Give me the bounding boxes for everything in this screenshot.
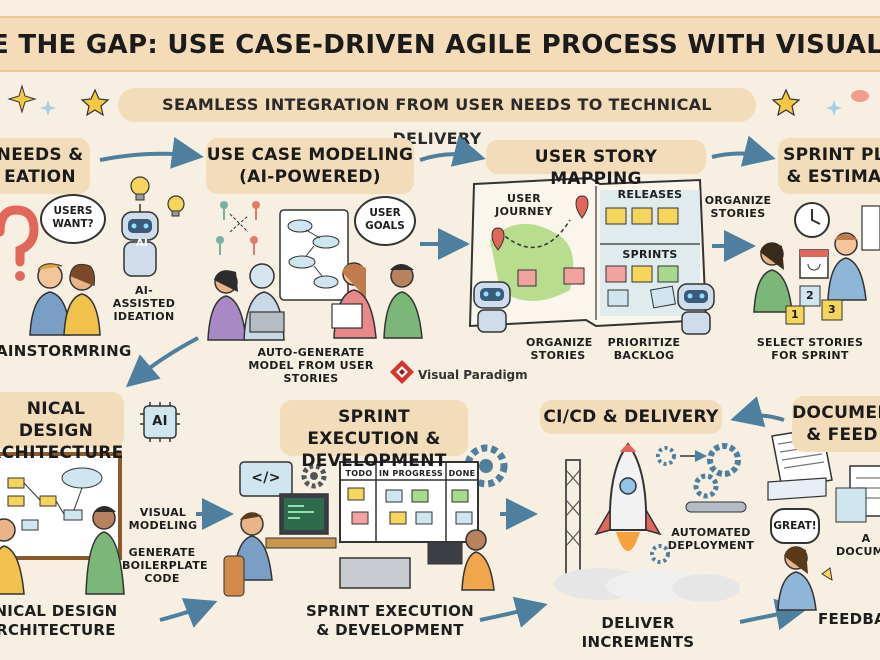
smoke-clouds [554,568,740,602]
stage-title-techdesign: NICAL DESIGN RCHITECTURE [0,392,124,463]
stage-title-needs: NEEDS & EATION [0,138,90,194]
question-mark-icon [0,205,39,281]
kanban-board [339,461,479,543]
story-block-label: 3 [828,303,836,316]
arrow-docs-to-cicd [730,396,785,428]
title-banner: ISE THE GAP: USE CASE-DRIVEN AGILE PROCE… [0,16,880,72]
automated-deployment-label: AUTOMATED DEPLOYMENT [667,526,755,552]
user-goals-bubble: USER GOALS [354,196,416,246]
rocket-icon [594,442,662,551]
gear-icon [464,444,508,488]
organize-stories-right-label: ORGANIZE STORIES [704,194,772,220]
kanban-col-done: DONE [448,469,476,478]
select-stories-label: SELECT STORIES FOR SPRINT [756,336,864,362]
arrow-storymap-to-sprintplan [711,135,776,167]
auto-generate-label: AUTO-GENERATE MODEL FROM USER STORIES [248,346,374,385]
story-block-label: 2 [806,289,814,302]
organize-stories-bottom-label: ORGANIZE STORIES [526,336,593,362]
star-icon-left [80,88,110,117]
generate-boilerplate-label: GENERATE BOILERPLATE CODE [122,546,208,585]
logo-mark-icon [390,360,414,384]
great-bubble: GREAT! [770,508,820,544]
calendar-icon [799,249,829,279]
feedback-label: FEEDBAC [818,610,880,628]
users-want-bubble: USERS WANT? [40,194,106,244]
releases-label: RELEASES [617,188,683,201]
robot-icon [650,283,715,335]
ai-assisted-ideation-label: AI-ASSISTED IDEATION [112,284,176,323]
brand-name: Visual Paradigm [418,368,528,382]
use-case-diagram-board [279,209,349,301]
person-icon [777,546,833,611]
star-icon-right [771,88,801,117]
arrow-usecase-to-storymap [419,135,486,167]
person-icon [0,506,125,595]
tech-design-bottom-label: NICAL DESIGN RCHITECTURE [0,602,118,639]
developer-desk [223,493,495,597]
robot-icon [473,281,511,333]
page-title: ISE THE GAP: USE CASE-DRIVEN AGILE PROCE… [0,30,880,60]
stage-title-cicd: CI/CD & DELIVERY [540,400,722,434]
gear-icon [650,443,747,564]
arrow-bottom-right [739,598,808,631]
ai-chip-icon [140,402,180,442]
person-icon [29,263,71,336]
document-icon [835,465,880,523]
person-icon [63,263,101,336]
code-window [239,461,293,497]
code-icon: </> [251,470,281,486]
arrow-to-row-two [125,336,199,388]
prioritize-backlog-label: PRIORITIZE BACKLOG [607,336,681,362]
execution-bottom-label: SPRINT EXECUTION & DEVELOPMENT [305,602,475,639]
visual-paradigm-logo: Visual Paradigm [388,358,538,394]
stage-title-sprintplan: SPRINT PL & ESTIMA [778,138,880,194]
robot-icon [121,204,159,277]
stage-title-execution: SPRINT EXECUTION & DEVELOPMENT [280,400,468,471]
brainstorming-label: AINSTORMRING [0,342,132,360]
user-journey-label: USER JOURNEY [495,192,553,218]
lightbulb-icon [167,195,185,217]
sparkle-icon-right [826,90,869,116]
arrow-bottom-left [159,598,218,628]
documentation-label: A DOCUMEN [836,532,880,558]
story-blocks [785,285,843,325]
robot-ai-label: AI [135,238,149,249]
arrow-bottom-mid [479,596,548,628]
actor-icons [216,201,260,255]
story-block-label: 1 [791,308,799,321]
stage-title-storymap: USER STORY MAPPING [486,140,706,189]
team-people-usecase [207,262,423,341]
visual-modeling-label: VISUAL MODELING [128,506,198,532]
launch-tower [565,459,581,581]
kanban-col-inprogress: IN PROGRESS [379,469,443,478]
stage-title-usecase: USE CASE MODELING (AI-POWERED) [206,138,414,194]
kanban-col-todo: TODO [345,469,373,478]
ai-chip-label: AI [152,414,168,429]
sparkle-icon-left [7,84,56,116]
clock-icon [794,202,830,238]
person-icon [753,205,880,313]
arrow-needs-to-usecase [99,137,204,169]
sprints-label: SPRINTS [622,248,678,261]
story-map-board [468,176,708,328]
deliver-increments-label: DELIVER INCREMENTS [581,614,695,651]
lightbulb-icon [130,176,150,201]
gear-icon [301,463,327,489]
stage-title-docs: DOCUMEN & FEED [792,396,880,452]
